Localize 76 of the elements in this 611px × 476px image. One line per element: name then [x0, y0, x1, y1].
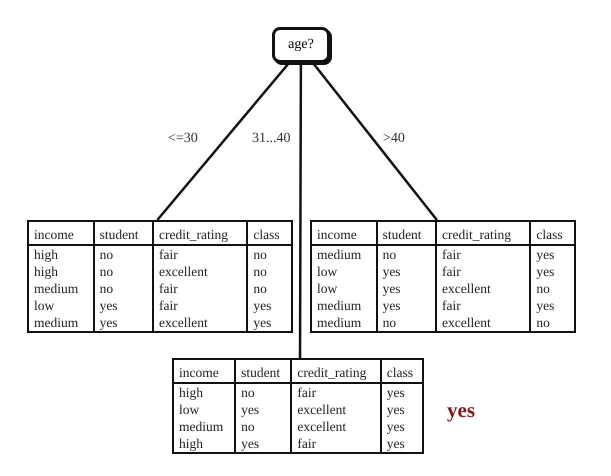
header-cell: class — [247, 221, 292, 245]
table-cell: yes — [380, 435, 423, 453]
table-cell: no — [94, 245, 153, 263]
data-table — [172, 358, 424, 454]
branch-line — [298, 63, 302, 358]
table-cell: high — [173, 383, 236, 401]
table-cell: fair — [153, 245, 248, 263]
header-cell: credit_rating — [436, 221, 530, 245]
table-cell: excellent — [291, 418, 381, 435]
table-cell: yes — [235, 401, 292, 418]
header-cell: income — [173, 359, 236, 383]
table-cell: medium — [311, 245, 377, 263]
table-cell: yes — [380, 383, 423, 401]
table-cell: no — [235, 418, 292, 435]
table-cell: fair — [436, 263, 530, 280]
header-cell: student — [376, 221, 436, 245]
table-cell: yes — [235, 435, 292, 453]
table-cell: yes — [376, 263, 436, 280]
table-cell: yes — [376, 297, 436, 314]
table-cell: fair — [153, 280, 248, 297]
table-cell: no — [376, 245, 436, 263]
branch-line — [312, 62, 438, 221]
decision-box: age? — [272, 27, 330, 63]
header-cell: student — [94, 221, 153, 245]
table-cell: low — [311, 263, 377, 280]
header-cell: student — [235, 359, 292, 383]
table-cell: high — [28, 263, 94, 280]
table-cell: medium — [28, 314, 94, 332]
table-cell: no — [530, 280, 575, 297]
table-cell: no — [376, 314, 436, 332]
data-table — [27, 220, 293, 333]
table-cell: excellent — [436, 314, 530, 332]
table-cell: yes — [380, 418, 423, 435]
table-cell: no — [247, 245, 292, 263]
data-table — [310, 220, 576, 333]
table-cell: excellent — [153, 314, 248, 332]
table-cell: fair — [436, 297, 530, 314]
table-cell: low — [28, 297, 94, 314]
branch-line — [156, 62, 290, 221]
table-cell: no — [235, 383, 292, 401]
header-cell: credit_rating — [291, 359, 381, 383]
header-cell: class — [530, 221, 575, 245]
table-cell: no — [247, 263, 292, 280]
class-label: yes — [447, 398, 475, 423]
table-cell: medium — [28, 280, 94, 297]
table-cell: yes — [530, 263, 575, 280]
table-cell: yes — [94, 297, 153, 314]
table-cell: yes — [376, 280, 436, 297]
header-cell: income — [311, 221, 377, 245]
table-cell: no — [530, 314, 575, 332]
table-cell: medium — [311, 314, 377, 332]
table-cell: yes — [530, 297, 575, 314]
table-cell: high — [173, 435, 236, 453]
table-cell: no — [94, 280, 153, 297]
table-cell: medium — [173, 418, 236, 435]
table-cell: low — [173, 401, 236, 418]
table-cell: fair — [291, 383, 381, 401]
table-cell: fair — [291, 435, 381, 453]
header-cell: class — [380, 359, 423, 383]
table-cell: excellent — [153, 263, 248, 280]
table-cell: high — [28, 245, 94, 263]
table-cell: yes — [247, 314, 292, 332]
table-cell: excellent — [436, 280, 530, 297]
table-cell: fair — [436, 245, 530, 263]
table-cell: no — [94, 263, 153, 280]
table-cell: yes — [380, 401, 423, 418]
table-cell: yes — [530, 245, 575, 263]
table-cell: yes — [94, 314, 153, 332]
table-cell: low — [311, 280, 377, 297]
table-cell: fair — [153, 297, 248, 314]
table-cell: no — [247, 280, 292, 297]
table-cell: yes — [247, 297, 292, 314]
header-cell: income — [28, 221, 94, 245]
table-cell: medium — [311, 297, 377, 314]
table-cell: excellent — [291, 401, 381, 418]
header-cell: credit_rating — [153, 221, 248, 245]
